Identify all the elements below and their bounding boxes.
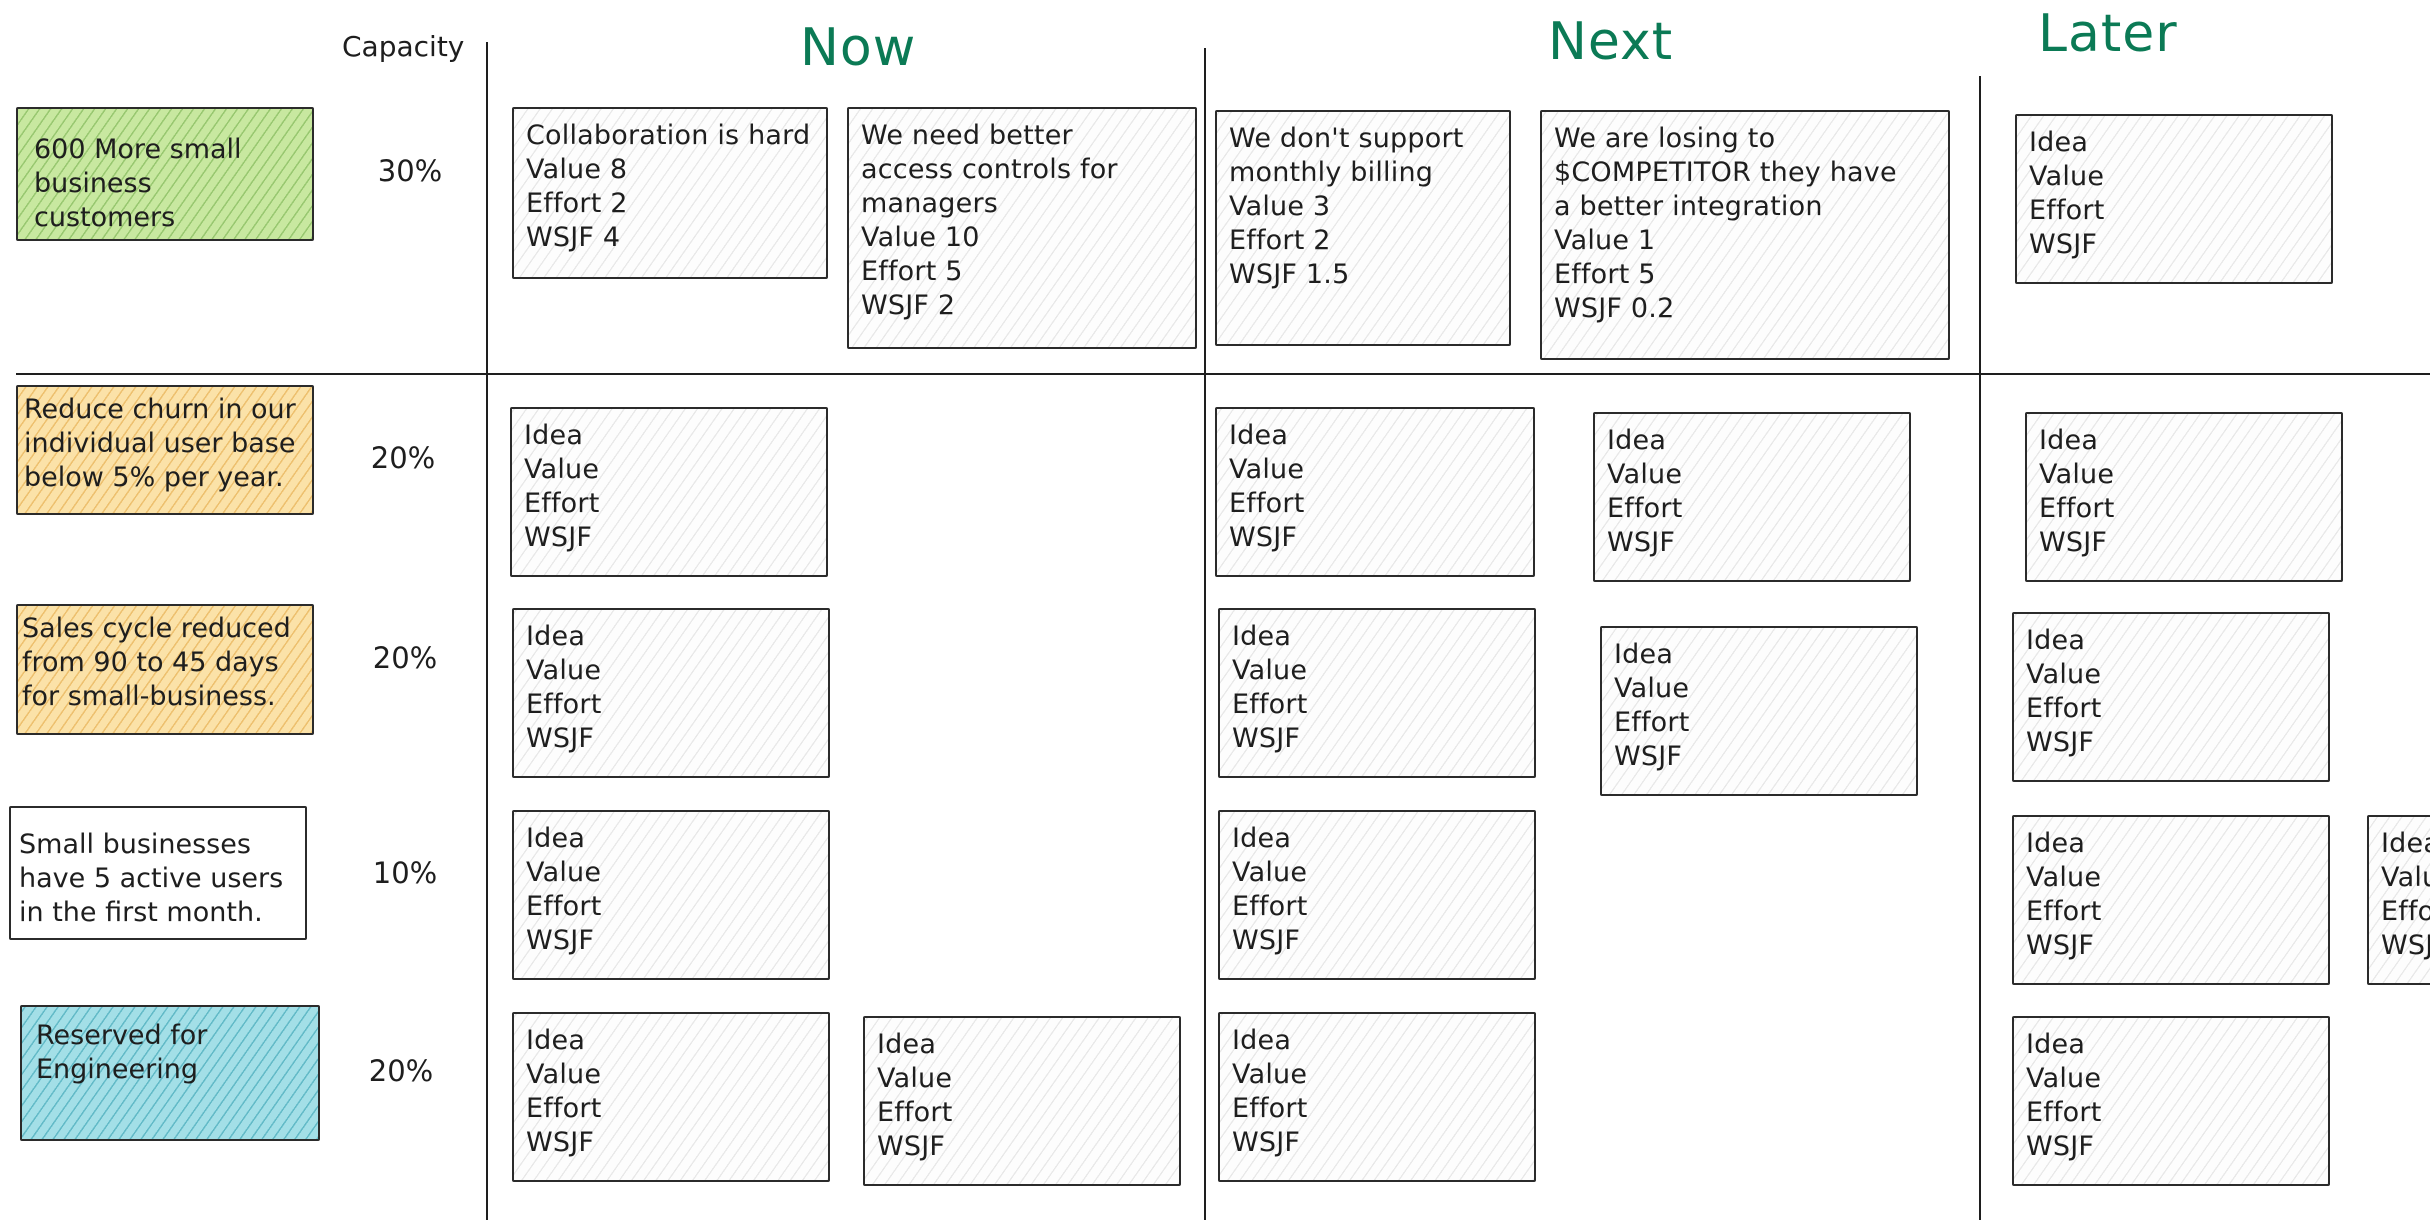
idea-card[interactable]: Idea Value Effort WSJF [512,810,830,980]
objective-reserved-engineering: Reserved for Engineering [20,1005,320,1141]
idea-card[interactable]: Idea Value Effort WSJF [2025,412,2343,582]
idea-card[interactable]: Idea Value Effort WSJF [2012,612,2330,782]
objective-sales-cycle: Sales cycle reduced from 90 to 45 days f… [16,604,314,735]
idea-card[interactable]: Idea Value Effort WSJF [1218,810,1536,980]
column-title-next: Next [1548,12,1674,72]
capacity-header: Capacity [342,30,465,63]
idea-card[interactable]: Idea Value Effort WSJF [512,608,830,778]
column-divider-next-later [1979,76,1981,1220]
objective-small-business-customers: 600 More small business customers [16,107,314,241]
idea-card[interactable]: Collaboration is hard Value 8 Effort 2 W… [512,107,828,279]
capacity-value-row-3: 20% [372,641,438,675]
idea-card[interactable]: Idea Value Effort WSJF [1600,626,1918,796]
objective-reduce-churn: Reduce churn in our individual user base… [16,385,314,515]
idea-card[interactable]: Idea Value Effort WSJF [1218,1012,1536,1182]
column-title-later: Later [2038,4,2178,64]
idea-card[interactable]: Idea Value Effort WSJF [2012,815,2330,985]
idea-card[interactable]: Idea Value Effort WSJF [2015,114,2333,284]
idea-card[interactable]: We are losing to $COMPETITOR they have a… [1540,110,1950,360]
idea-card[interactable]: Idea Value Effort WSJF [2012,1016,2330,1186]
idea-card[interactable]: Idea Value Effort WSJF [510,407,828,577]
idea-card[interactable]: Idea Value Effort WSJF [1215,407,1535,577]
objective-active-users: Small businesses have 5 active users in … [9,806,307,940]
idea-card-partial[interactable]: Idea Value Effort WSJF [2367,815,2430,985]
column-divider-now-next [1204,48,1206,1220]
idea-card[interactable]: Idea Value Effort WSJF [1218,608,1536,778]
capacity-value-row-1: 30% [377,154,443,188]
idea-card[interactable]: Idea Value Effort WSJF [512,1012,830,1182]
capacity-value-row-2: 20% [370,441,436,475]
column-divider-capacity [486,42,488,1220]
idea-card[interactable]: We need better access controls for manag… [847,107,1197,349]
column-title-now: Now [800,18,917,78]
capacity-value-row-5: 20% [368,1054,434,1088]
capacity-value-row-4: 10% [372,856,438,890]
idea-card[interactable]: Idea Value Effort WSJF [1593,412,1911,582]
idea-card[interactable]: Idea Value Effort WSJF [863,1016,1181,1186]
row-divider [16,373,2430,375]
idea-card[interactable]: We don't support monthly billing Value 3… [1215,110,1511,346]
